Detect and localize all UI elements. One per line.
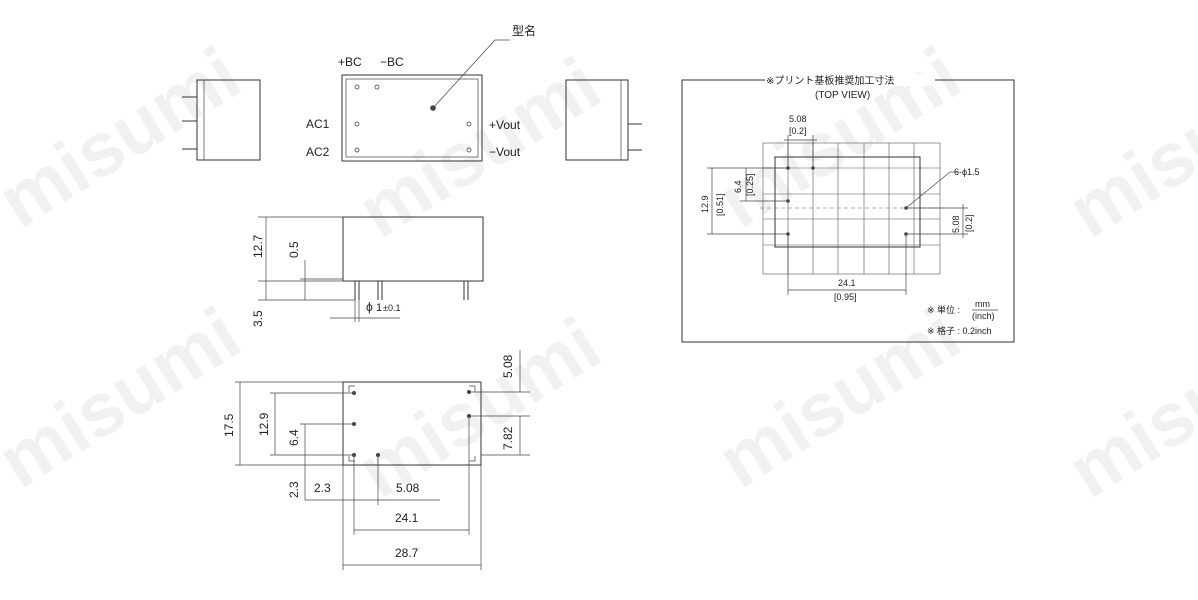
watermark-layer: misumi misumi misumi misumi misumi misum… [0,31,1198,514]
dim-pin-pitch-h: 5.08 [396,481,420,495]
watermark: misumi [1054,41,1198,254]
plus-vout-label: +Vout [489,118,521,132]
dim-pin-length: 3.5 [251,310,265,327]
pcb-note-grid: ※ 格子 : 0.2inch [927,325,992,336]
watermark: misumi [0,31,255,244]
watermark: misumi [704,291,975,504]
top-view: 型名 +BC −BC AC1 AC2 +Vout −Vout [306,23,536,162]
watermark: misumi [704,31,975,244]
right-end-view [565,79,642,161]
dim-pin-pitch-v: 6.4 [287,429,301,446]
dim-offset-left: 2.3 [314,481,331,495]
pcb-dim-508-r-inch: [0.2] [964,214,974,232]
side-view: 12.7 0.5 3.5 ϕ 1 ±0.1 [251,216,484,327]
pcb-dim-508: 5.08 [789,114,807,124]
pcb-hole-spec: 6-ϕ1.5 [954,167,980,177]
pcb-dim-241-inch: [0.95] [834,292,857,302]
dim-out-offset: 7.82 [501,426,515,450]
pcb-note-unit: ※ 単位 : [927,304,960,315]
watermark: misumi [344,41,615,254]
plus-bc-label: +BC [338,55,362,69]
dim-pin-dia-tol: ±0.1 [383,303,400,313]
dim-pin-span-v: 12.9 [257,412,271,436]
dim-height: 12.7 [251,234,265,258]
left-end-view [182,79,261,161]
ac2-label: AC2 [306,145,330,159]
pcb-dim-241: 24.1 [838,278,856,288]
dim-standoff: 0.5 [287,241,301,258]
ac1-label: AC1 [306,117,330,131]
dim-offset-bottom: 2.3 [287,481,301,498]
dim-out-pitch: 5.08 [501,354,515,378]
pcb-note-unit-inch: (inch) [972,311,995,321]
watermark: misumi [0,291,255,504]
pcb-subtitle: (TOP VIEW) [815,90,870,101]
pcb-title: ※プリント基板推奨加工寸法 [766,74,894,87]
model-name-label: 型名 [512,23,536,38]
watermark: misumi [1054,301,1198,514]
dim-pin-dia: 1 [376,302,382,314]
dim-width-total: 17.5 [222,413,236,437]
pcb-dim-129-inch: [0.51] [715,193,725,216]
minus-vout-label: −Vout [489,145,521,159]
bottom-view: 17.5 12.9 6.4 2.3 2.3 5.08 24.1 28.7 5.0… [222,350,530,570]
pcb-layout-panel: ※プリント基板推奨加工寸法 (TOP VIEW) 5.08 [0.2] [681,74,1015,343]
pcb-grid [760,142,944,275]
pcb-dim-129: 12.9 [700,195,710,213]
dim-pin-span-h: 24.1 [395,511,419,525]
pcb-note-unit-mm: mm [975,299,990,309]
watermark: misumi [344,301,615,514]
pcb-dim-64: 6.4 [733,180,743,193]
pcb-dim-64-inch: [0.25] [745,173,755,196]
dim-length-total: 28.7 [395,546,419,560]
pcb-dim-508-r: 5.08 [951,215,961,233]
dim-pin-dia-symbol: ϕ [366,300,373,314]
minus-bc-label: −BC [380,55,404,69]
pcb-dim-508-inch: [0.2] [789,126,807,136]
